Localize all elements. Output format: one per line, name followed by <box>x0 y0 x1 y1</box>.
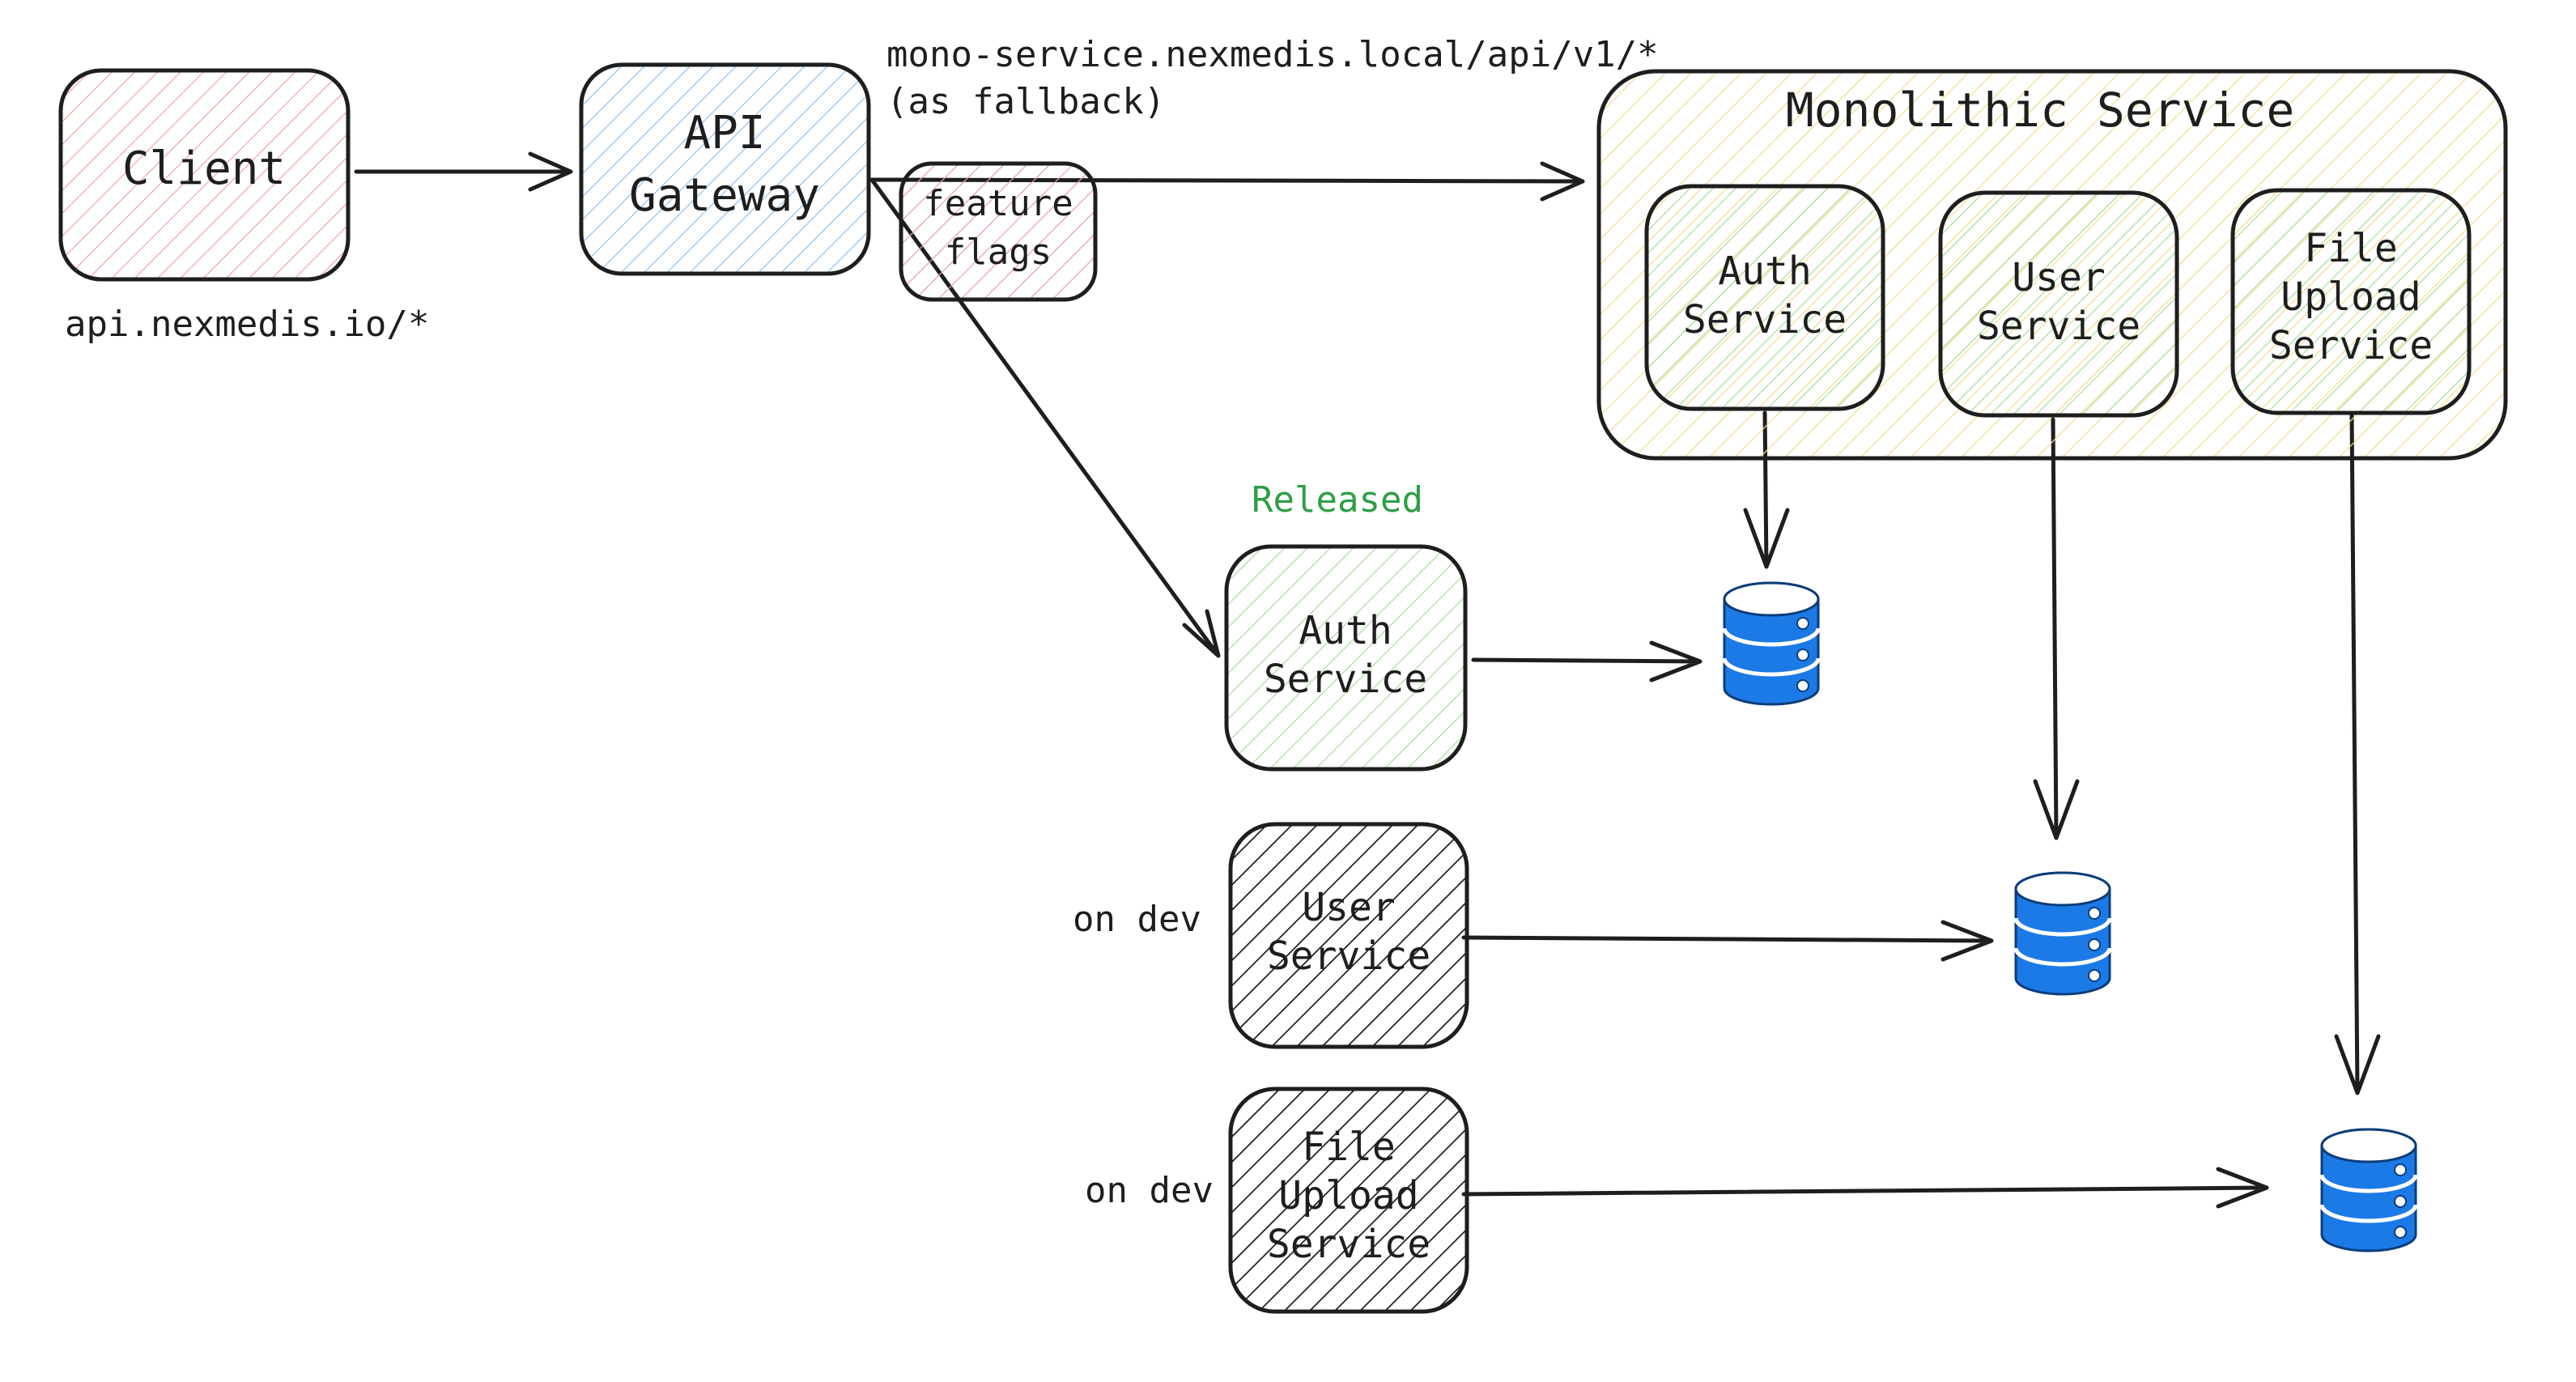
mono-file-service-line2: Upload <box>2281 274 2421 320</box>
feature-flags-box[interactable]: feature flags <box>899 161 1098 302</box>
feature-flags-label-line2: flags <box>945 232 1052 273</box>
file-service-line3: Service <box>1267 1222 1430 1267</box>
mono-user-service-line2: Service <box>1977 304 2140 349</box>
gateway-label-line2: Gateway <box>629 169 820 222</box>
mono-user-service-box[interactable]: User Service <box>1938 190 2179 418</box>
api-gateway-box[interactable]: API Gateway <box>579 62 871 276</box>
connectors <box>354 151 2381 1209</box>
database-icon <box>2016 873 2110 994</box>
auth-service-box[interactable]: Auth Service <box>1224 544 1468 772</box>
client-box[interactable]: Client <box>58 68 351 282</box>
client-label: Client <box>122 142 286 195</box>
mono-file-service-line3: Service <box>2269 323 2433 368</box>
released-label: Released <box>1252 479 1423 521</box>
user-service-box[interactable]: User Service <box>1228 822 1469 1049</box>
arrow-client-to-gateway <box>354 151 573 192</box>
fallback-note-label: (as fallback) <box>886 81 1165 122</box>
mono-auth-service-box[interactable]: Auth Service <box>1644 184 1885 411</box>
arrow-mono-file-to-db <box>2334 412 2381 1095</box>
client-domain-label: api.nexmedis.io/* <box>65 304 429 345</box>
user-service-status-label: on dev <box>1073 899 1201 940</box>
mono-file-upload-service-box[interactable]: File Upload Service <box>2230 188 2472 415</box>
mono-user-service-line1: User <box>2012 255 2106 300</box>
user-service-line2: Service <box>1267 933 1430 979</box>
arrow-mono-user-to-db <box>2033 417 2080 840</box>
mono-file-service-line1: File <box>2304 226 2398 271</box>
arrow-file-service-to-db <box>1461 1167 2269 1209</box>
feature-flags-label-line1: feature <box>923 183 1073 224</box>
mono-auth-service-line2: Service <box>1683 297 1847 342</box>
auth-service-line1: Auth <box>1299 608 1392 653</box>
database-icon <box>2322 1129 2416 1251</box>
file-service-line1: File <box>1302 1125 1396 1170</box>
user-service-line1: User <box>1302 885 1396 930</box>
file-service-status-label: on dev <box>1085 1170 1214 1211</box>
gateway-label-line1: API <box>683 107 765 159</box>
database-icon <box>1724 583 1818 704</box>
mono-auth-service-line1: Auth <box>1718 249 1812 294</box>
monolithic-service-title: Monolithic Service <box>1786 83 2295 138</box>
file-service-line2: Upload <box>1278 1173 1418 1218</box>
arrow-auth-service-to-db <box>1471 640 1702 682</box>
auth-service-line2: Service <box>1264 657 1427 702</box>
fallback-url-label: mono-service.nexmedis.local/api/v1/* <box>886 34 1659 75</box>
file-upload-service-box[interactable]: File Upload Service <box>1228 1086 1469 1314</box>
arrow-user-service-to-db <box>1461 920 1994 962</box>
